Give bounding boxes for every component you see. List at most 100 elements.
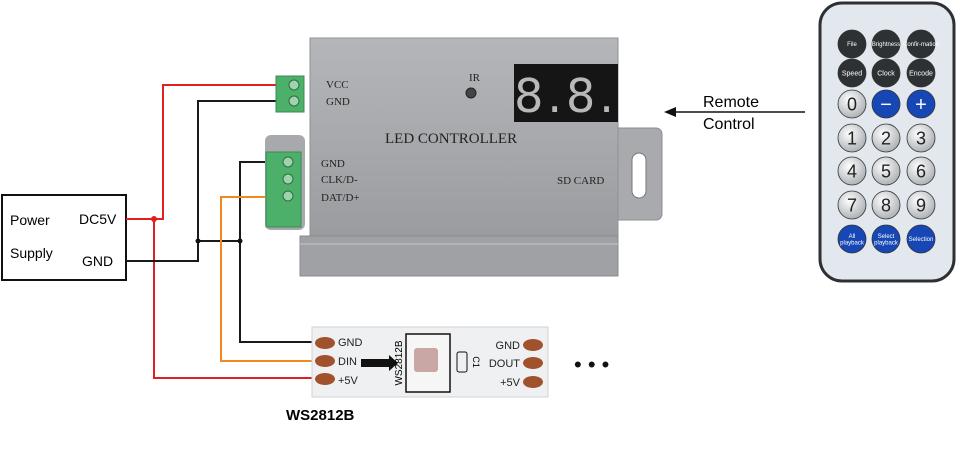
capacitor xyxy=(456,351,468,373)
screw-icon xyxy=(288,95,300,107)
remote-button-file[interactable]: File xyxy=(837,29,867,59)
remote-button-7[interactable]: 7 xyxy=(837,190,867,220)
supply-label: Supply xyxy=(10,245,53,261)
arrow-left-icon xyxy=(664,107,676,117)
button-label: Select xyxy=(878,234,895,240)
remote-button-6[interactable]: 6 xyxy=(906,156,936,186)
power-label: Power xyxy=(10,212,50,228)
solder-pad xyxy=(523,376,543,388)
button-label: Clock xyxy=(877,70,895,77)
strip-left-gnd: GND xyxy=(338,337,363,349)
button-label: 1 xyxy=(847,128,857,148)
wire-black-gnd xyxy=(126,100,280,262)
screw-icon xyxy=(288,79,300,91)
button-label: playback xyxy=(874,240,899,246)
solder-pad xyxy=(315,355,335,367)
button-label: 2 xyxy=(881,128,891,148)
remote-label-2: Control xyxy=(703,116,755,133)
junction-dot xyxy=(195,238,201,244)
remote-button-encode[interactable]: Encode xyxy=(906,58,936,88)
wire-red-strip xyxy=(153,219,316,379)
button-label: 0 xyxy=(847,94,857,114)
cap-label: C1 xyxy=(471,356,481,368)
clk-label: CLK/D- xyxy=(321,174,358,186)
button-label: 6 xyxy=(916,161,926,181)
remote-button-9[interactable]: 9 xyxy=(906,190,936,220)
solder-pad xyxy=(523,357,543,369)
display-digits: 8.8. xyxy=(514,69,618,123)
strip-right-5v: +5V xyxy=(500,377,521,389)
remote-button-1[interactable]: 1 xyxy=(837,123,867,153)
more-leds-ellipsis: • • • xyxy=(574,352,609,377)
button-label: Brightness xyxy=(872,42,900,48)
ir-receiver-icon xyxy=(465,87,477,99)
led-die xyxy=(414,348,438,372)
button-label: File xyxy=(847,42,857,48)
strip-right-gnd: GND xyxy=(496,340,521,352)
seven-segment-display xyxy=(514,64,618,122)
wire-black-strip xyxy=(239,161,316,343)
remote-button-5[interactable]: 5 xyxy=(871,156,901,186)
button-label: Speed xyxy=(842,70,862,77)
button-label: − xyxy=(880,94,892,116)
strip-right-dout: DOUT xyxy=(489,358,520,370)
strip-left-din: DIN xyxy=(338,356,357,368)
remote-button-confir-mation[interactable]: Confir-mation xyxy=(903,29,939,59)
button-label: Confir-mation xyxy=(903,42,939,48)
remote-button-speed[interactable]: Speed xyxy=(837,58,867,88)
remote-button-8[interactable]: 8 xyxy=(871,190,901,220)
button-label: 4 xyxy=(847,161,857,181)
remote-button-selection[interactable]: Selection xyxy=(906,224,936,254)
button-label: 3 xyxy=(916,128,926,148)
remote-button-0[interactable]: 0 xyxy=(837,89,867,119)
chip-label: WS2812B xyxy=(394,340,405,385)
remote-button-clock[interactable]: Clock xyxy=(871,58,901,88)
strip-left-5v: +5V xyxy=(338,375,359,387)
gnd-top-label: GND xyxy=(326,96,350,108)
button-label: 8 xyxy=(881,195,891,215)
led-controller: VCC GND GND CLK/D- DAT/D+ IR SD CARD LED… xyxy=(265,37,663,277)
remote-button-4[interactable]: 4 xyxy=(837,156,867,186)
remote-button-2[interactable]: 2 xyxy=(871,123,901,153)
data-arrow-icon xyxy=(361,359,389,367)
button-label: 9 xyxy=(916,195,926,215)
button-label: 7 xyxy=(847,195,857,215)
dat-label: DAT/D+ xyxy=(321,192,360,204)
strip-caption: WS2812B xyxy=(286,407,355,424)
remote-control-callout: Remote Control xyxy=(664,94,805,133)
button-label: Encode xyxy=(909,70,933,77)
solder-pad xyxy=(315,373,335,385)
power-terminal[interactable] xyxy=(275,75,305,113)
solder-pad xyxy=(523,339,543,351)
wire-orange-data xyxy=(220,196,316,362)
button-label: 5 xyxy=(881,161,891,181)
mount-slot xyxy=(631,152,647,199)
controller-title: LED CONTROLLER xyxy=(385,131,517,147)
controller-front xyxy=(299,235,619,277)
remote-button-minus[interactable]: − xyxy=(871,89,901,119)
button-label: + xyxy=(915,94,927,116)
junction-dot xyxy=(151,216,157,222)
dc5v-label: DC5V xyxy=(79,211,117,227)
screw-icon xyxy=(282,173,294,185)
solder-pad xyxy=(315,337,335,349)
remote-button-plus[interactable]: + xyxy=(906,89,936,119)
gnd-label: GND xyxy=(82,253,113,269)
button-label: playback xyxy=(840,240,865,246)
button-label: All xyxy=(849,234,856,240)
junction-dot xyxy=(237,238,243,244)
gnd-signal-label: GND xyxy=(321,158,345,170)
button-label: Selection xyxy=(909,237,934,243)
wire-red-vcc xyxy=(126,84,280,220)
remote-button-3[interactable]: 3 xyxy=(906,123,936,153)
wires xyxy=(126,84,316,379)
ir-label: IR xyxy=(469,72,481,84)
screw-icon xyxy=(282,190,294,202)
remote-button-brightness[interactable]: Brightness xyxy=(871,29,901,59)
screw-icon xyxy=(282,156,294,168)
data-arrow-head xyxy=(389,355,398,371)
